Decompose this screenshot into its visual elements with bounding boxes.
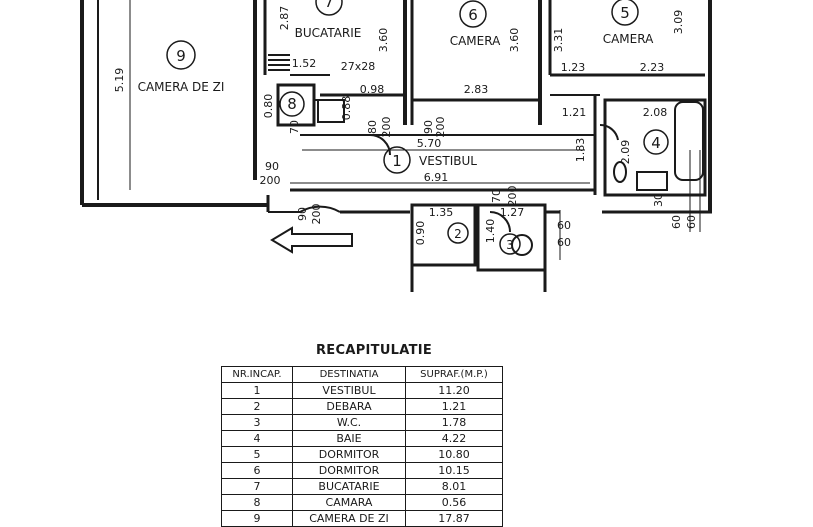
table-row: 9 CAMERA DE ZI 17.87 xyxy=(221,510,503,527)
dim-label: 1.23 xyxy=(561,61,586,74)
cell-dest: DORMITOR xyxy=(292,446,406,463)
table-row: 3 W.C. 1.78 xyxy=(221,414,503,431)
room-number-1: 1 xyxy=(392,152,402,170)
cell-nr: 3 xyxy=(221,414,293,431)
room-label-camera-de-zi: CAMERA DE ZI xyxy=(138,80,225,94)
dim-label: 2.87 xyxy=(278,6,291,31)
cell-supraf: 1.21 xyxy=(405,398,503,415)
cell-dest: BAIE xyxy=(292,430,406,447)
cell-nr: 2 xyxy=(221,398,293,415)
dim-label: 60 xyxy=(685,215,698,229)
cell-nr: 4 xyxy=(221,430,293,447)
table-row: 1 VESTIBUL 11.20 xyxy=(221,382,503,399)
room-label-camera-5: CAMERA xyxy=(603,32,654,46)
dim-label: 60 xyxy=(557,236,571,249)
cell-supraf: 8.01 xyxy=(405,478,503,495)
header-nr: NR.INCAP. xyxy=(221,366,293,383)
cell-nr: 5 xyxy=(221,446,293,463)
dim-label: 27x28 xyxy=(341,60,376,73)
cell-supraf: 10.80 xyxy=(405,446,503,463)
dim-label: 0.98 xyxy=(360,83,385,96)
recap-header-row: NR.INCAP. DESTINATIA SUPRAF.(M.P.) xyxy=(221,366,503,383)
room-number-6: 6 xyxy=(468,6,478,24)
room-label-camera-6: CAMERA xyxy=(450,34,501,48)
cell-dest: CAMARA xyxy=(292,494,406,511)
dim-label: 5.70 xyxy=(417,137,442,150)
cell-supraf: 11.20 xyxy=(405,382,503,399)
dim-label: 1.52 xyxy=(292,57,317,70)
dim-label: 200 xyxy=(506,186,519,207)
dim-label: 200 xyxy=(260,174,281,187)
cell-supraf: 4.22 xyxy=(405,430,503,447)
table-row: 2 DEBARA 1.21 xyxy=(221,398,503,415)
dim-label: 1.27 xyxy=(500,206,525,219)
cell-nr: 7 xyxy=(221,478,293,495)
dim-label: 60 xyxy=(670,215,683,229)
dim-label: 5.19 xyxy=(113,68,126,93)
dim-label: 0.88 xyxy=(340,96,353,121)
dim-label: 3.60 xyxy=(377,28,390,53)
dim-label: 70 xyxy=(490,189,503,203)
cell-dest: VESTIBUL xyxy=(292,382,406,399)
dim-label: 3.09 xyxy=(672,10,685,35)
recap-title: RECAPITULATIE xyxy=(316,343,433,358)
table-row: 7 BUCATARIE 8.01 xyxy=(221,478,503,495)
header-supraf: SUPRAF.(M.P.) xyxy=(405,366,503,383)
cell-supraf: 0.56 xyxy=(405,494,503,511)
cell-supraf: 1.78 xyxy=(405,414,503,431)
room-number-2: 2 xyxy=(454,227,462,241)
room-number-7: 7 xyxy=(324,0,334,11)
room-number-9: 9 xyxy=(176,47,186,65)
cell-dest: BUCATARIE xyxy=(292,478,406,495)
cell-nr: 8 xyxy=(221,494,293,511)
room-number-3: 3 xyxy=(506,238,514,252)
dim-label: 2.83 xyxy=(464,83,489,96)
dim-label: 60 xyxy=(557,219,571,232)
dim-label: 200 xyxy=(380,117,393,138)
dim-label: 70 xyxy=(288,120,301,134)
table-row: 6 DORMITOR 10.15 xyxy=(221,462,503,479)
dim-label: 200 xyxy=(310,204,323,225)
cell-dest: DEBARA xyxy=(292,398,406,415)
room-number-8: 8 xyxy=(287,95,297,113)
header-destinatia: DESTINATIA xyxy=(292,366,406,383)
cell-nr: 9 xyxy=(221,510,293,527)
dim-label: 90 xyxy=(265,160,279,173)
dim-label: 30 xyxy=(652,193,665,207)
room-number-4: 4 xyxy=(651,134,661,152)
cell-nr: 1 xyxy=(221,382,293,399)
dim-label: 0.80 xyxy=(262,94,275,119)
dim-label: 90 xyxy=(422,120,435,134)
table-row: 8 CAMARA 0.56 xyxy=(221,494,503,511)
table-row: 5 DORMITOR 10.80 xyxy=(221,446,503,463)
dim-label: 3.60 xyxy=(508,28,521,53)
dim-label: 1.21 xyxy=(562,106,587,119)
dim-label: 200 xyxy=(434,117,447,138)
room-label-bucatarie: BUCATARIE xyxy=(295,26,362,40)
dim-label: 3.31 xyxy=(552,28,565,53)
dim-label: 1.83 xyxy=(574,138,587,163)
cell-dest: DORMITOR xyxy=(292,462,406,479)
dim-label: 1.40 xyxy=(484,219,497,244)
cell-nr: 6 xyxy=(221,462,293,479)
table-row: 4 BAIE 4.22 xyxy=(221,430,503,447)
cell-supraf: 10.15 xyxy=(405,462,503,479)
dim-label: 90 xyxy=(296,207,309,221)
cell-dest: W.C. xyxy=(292,414,406,431)
dim-label: 2.08 xyxy=(643,106,668,119)
dim-label: 1.35 xyxy=(429,206,454,219)
cell-supraf: 17.87 xyxy=(405,510,503,527)
dim-label: 2.09 xyxy=(619,140,632,165)
cell-dest: CAMERA DE ZI xyxy=(292,510,406,527)
dim-label: 2.23 xyxy=(640,61,665,74)
dim-label: 0.90 xyxy=(414,221,427,246)
recap-table: NR.INCAP. DESTINATIA SUPRAF.(M.P.) 1 VES… xyxy=(221,366,503,527)
room-label-vestibul: VESTIBUL xyxy=(419,154,477,168)
room-number-5: 5 xyxy=(620,4,630,22)
floor-plan-drawing: 9 7 6 5 1 8 4 2 3 CAMERA DE ZI BUCATARIE… xyxy=(80,0,712,292)
dim-label: 6.91 xyxy=(424,171,449,184)
dim-label: 80 xyxy=(366,120,379,134)
